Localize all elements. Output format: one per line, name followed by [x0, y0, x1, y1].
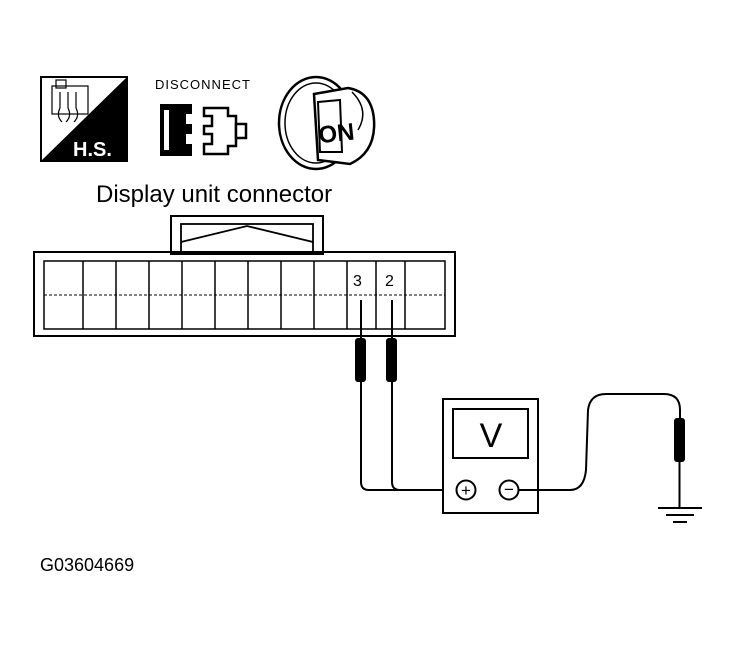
positive-sign: +: [461, 481, 471, 500]
lead-terminal-2: [391, 382, 452, 491]
terminal-2-label: 2: [385, 273, 394, 290]
lead-terminal-3: [360, 382, 452, 491]
ignition-on-icon: ON: [277, 75, 376, 171]
lead-ground: [519, 393, 681, 491]
disconnect-label: DISCONNECT: [155, 77, 251, 92]
negative-terminal: −: [498, 479, 520, 501]
ground-probe: [674, 418, 685, 508]
disconnect-icon: DISCONNECT: [155, 77, 251, 156]
voltmeter-symbol: V: [480, 417, 503, 455]
negative-sign: −: [504, 480, 514, 499]
ignition-label: ON: [317, 119, 356, 150]
hs-label: H.S.: [73, 139, 112, 161]
connector-title: Display unit connector: [96, 181, 332, 208]
terminal-3-label: 3: [353, 273, 362, 290]
display-unit-connector: [33, 215, 456, 337]
voltmeter: V + −: [442, 398, 539, 514]
ground-symbol: [658, 507, 702, 523]
probe-terminal-2: [386, 300, 397, 382]
probe-terminal-3: [355, 300, 366, 382]
positive-terminal: +: [455, 479, 477, 501]
figure-id: G03604669: [40, 555, 134, 575]
harness-side-icon: H.S.: [40, 76, 128, 162]
